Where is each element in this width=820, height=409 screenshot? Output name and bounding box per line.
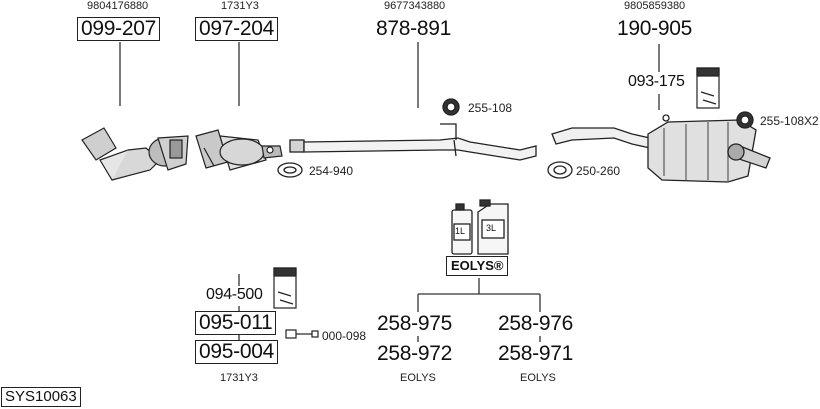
eolys-can-large-shape [477, 199, 509, 255]
part-095-004[interactable]: 095-004 [195, 340, 278, 364]
eolys-can-small-shape [451, 203, 473, 255]
front-catalyst-shape [81, 127, 189, 181]
part-258-976[interactable]: 258-976 [498, 312, 573, 335]
eolys-can-small-label: 1L [455, 226, 466, 236]
ref-eolys-left: EOLYS [400, 372, 436, 384]
part-878-891[interactable]: 878-891 [376, 17, 451, 40]
ref-9677343880: 9677343880 [384, 0, 446, 12]
part-258-971[interactable]: 258-971 [498, 342, 573, 365]
part-190-905[interactable]: 190-905 [617, 17, 692, 40]
ref-1731y3-bottom: 1731Y3 [220, 372, 258, 384]
part-097-204[interactable]: 097-204 [195, 17, 278, 41]
part-094-500[interactable]: 094-500 [206, 286, 263, 303]
leader-lines [119, 42, 660, 342]
hanger-255-108x2-shape [736, 111, 754, 129]
part-000-098[interactable]: 000-098 [322, 329, 367, 343]
rear-silencer-shape [551, 114, 771, 183]
mounting-kit-box-2 [273, 267, 297, 309]
sensor-000-098-shape [285, 329, 319, 339]
eolys-badge: EOLYS® [446, 256, 509, 276]
part-254-940[interactable]: 254-940 [309, 164, 354, 178]
part-099-207[interactable]: 099-207 [77, 17, 160, 41]
mounting-kit-box-1 [696, 67, 720, 109]
hanger-255-108-shape [442, 98, 460, 116]
ref-eolys-right: EOLYS [520, 372, 556, 384]
part-255-108x2[interactable]: 255-108X2 [760, 114, 819, 128]
clamp-254-940-shape [277, 162, 303, 178]
part-258-972[interactable]: 258-972 [377, 342, 452, 365]
ref-1731y3-top: 1731Y3 [221, 0, 259, 12]
clamp-250-260-shape [547, 161, 573, 179]
part-095-011[interactable]: 095-011 [195, 311, 277, 335]
ref-9805859380: 9805859380 [624, 0, 686, 12]
part-093-175[interactable]: 093-175 [628, 73, 685, 90]
system-code: SYS10063 [1, 387, 81, 407]
middle-pipe-shape [289, 123, 537, 161]
ref-9804176880: 9804176880 [87, 0, 149, 12]
part-255-108[interactable]: 255-108 [468, 101, 513, 115]
eolys-can-large-label: 3L [486, 223, 497, 233]
part-258-975[interactable]: 258-975 [377, 312, 452, 335]
part-250-260[interactable]: 250-260 [576, 164, 621, 178]
second-catalyst-shape [195, 129, 283, 171]
